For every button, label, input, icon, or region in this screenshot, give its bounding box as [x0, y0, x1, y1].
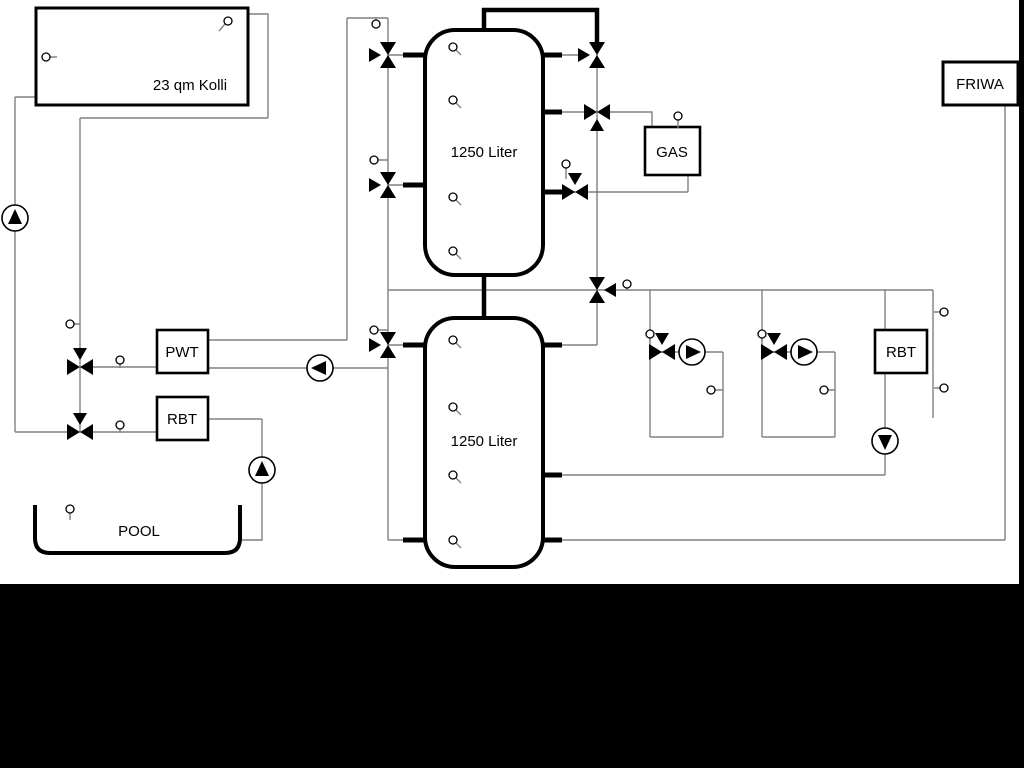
temperature-sensor-icon [561, 159, 571, 169]
three-way-valve-icon [578, 42, 605, 68]
temperature-sensor-icon [757, 329, 767, 339]
temperature-sensor-icon [645, 329, 655, 339]
temperature-sensor-icon [223, 16, 233, 26]
temperature-sensor-icon [939, 383, 949, 393]
solar-collector-box: 23 qm Kolli [34, 6, 250, 107]
temperature-sensor-icon [622, 279, 632, 289]
temperature-sensors [41, 16, 949, 549]
pump-icon [678, 338, 706, 366]
temperature-sensor-icon [939, 307, 949, 317]
rbt-right-label: RBT [886, 344, 916, 361]
temperature-sensor-icon [448, 402, 458, 412]
temperature-sensor-icon [115, 355, 125, 365]
temperature-sensor-icon [65, 504, 75, 514]
pipe-network [14, 7, 1006, 543]
buffer-tank-bottom-label: 1250 Liter [451, 433, 518, 450]
pool-basin: POOL [33, 505, 242, 555]
pwt-heat-exchanger-box: PWT [155, 328, 210, 375]
temperature-sensor-icon [673, 111, 683, 121]
tank-connection-stubs [403, 52, 562, 543]
temperature-sensor-icon [369, 155, 379, 165]
pump-icon [248, 456, 276, 484]
pump-icon [871, 427, 899, 455]
rbt-right-box: RBT [873, 328, 929, 375]
buffer-tank-bottom: 1250 Liter [423, 316, 545, 569]
temperature-sensor-icon [369, 325, 379, 335]
pwt-label: PWT [165, 344, 198, 361]
buffer-tank-top-label: 1250 Liter [451, 144, 518, 161]
pool-label: POOL [118, 523, 160, 540]
solar-collector-label: 23 qm Kolli [153, 77, 227, 94]
temperature-sensor-icon [41, 52, 51, 62]
footer-black-bar [0, 584, 1024, 768]
right-border-bar [1019, 0, 1024, 584]
temperature-sensor-icon [819, 385, 829, 395]
pump-icon [306, 354, 334, 382]
rbt-left-box: RBT [155, 395, 210, 442]
rbt-left-label: RBT [167, 411, 197, 428]
gas-boiler-label: GAS [656, 144, 688, 161]
temperature-sensor-icon [448, 535, 458, 545]
buffer-tank-top: 1250 Liter [423, 28, 545, 277]
temperature-sensor-icon [706, 385, 716, 395]
temperature-sensor-icon [448, 246, 458, 256]
temperature-sensor-icon [115, 420, 125, 430]
temperature-sensor-icon [448, 192, 458, 202]
pump-icon [790, 338, 818, 366]
temperature-sensor-icon [448, 470, 458, 480]
temperature-sensor-icon [448, 42, 458, 52]
temperature-sensor-icon [65, 319, 75, 329]
temperature-sensor-icon [371, 19, 381, 29]
temperature-sensor-icon [448, 95, 458, 105]
temperature-sensor-icon [448, 335, 458, 345]
friwa-box: FRIWA [941, 60, 1020, 107]
gas-boiler-box: GAS [643, 125, 702, 177]
pump-icon [1, 204, 29, 232]
friwa-label: FRIWA [956, 76, 1004, 93]
main-flow-pipe [481, 7, 600, 320]
